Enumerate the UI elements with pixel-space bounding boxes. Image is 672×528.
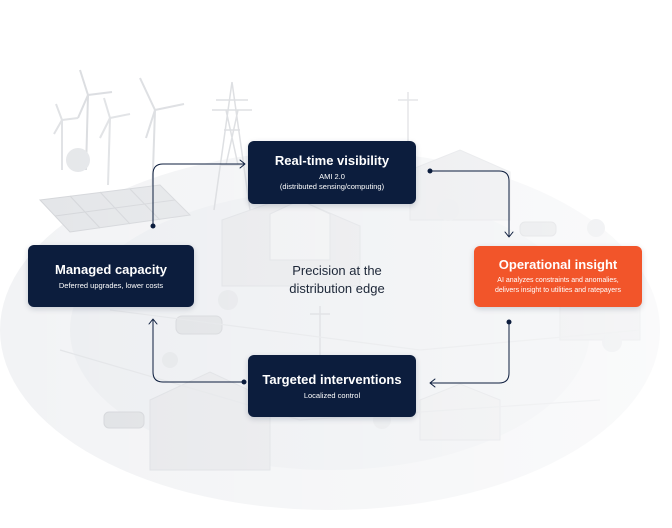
center-label: Precision at the distribution edge (289, 263, 385, 296)
node-targeted-interventions: Targeted interventions Localized control (248, 355, 416, 417)
node-realtime-visibility: Real-time visibility AMI 2.0 (distribute… (248, 141, 416, 204)
node-title: Real-time visibility (274, 153, 390, 168)
node-detail: AI analyzes constraints and anomalies, (497, 277, 619, 284)
node-title: Targeted interventions (262, 371, 402, 387)
node-detail: Deferred upgrades, lower costs (58, 280, 164, 290)
node-title: Operational insight (498, 257, 618, 272)
node-detail: (distributed sensing/computing) (279, 182, 385, 191)
node-detail: delivers insight to utilities and ratepa… (494, 287, 622, 294)
node-detail: Localized control (303, 390, 361, 400)
node-managed-capacity: Managed capacity Deferred upgrades, lowe… (28, 245, 194, 307)
node-operational-insight: Operational insight AI analyzes constrai… (474, 246, 642, 307)
node-title: Managed capacity (55, 261, 167, 277)
node-detail: AMI 2.0 (319, 172, 345, 181)
